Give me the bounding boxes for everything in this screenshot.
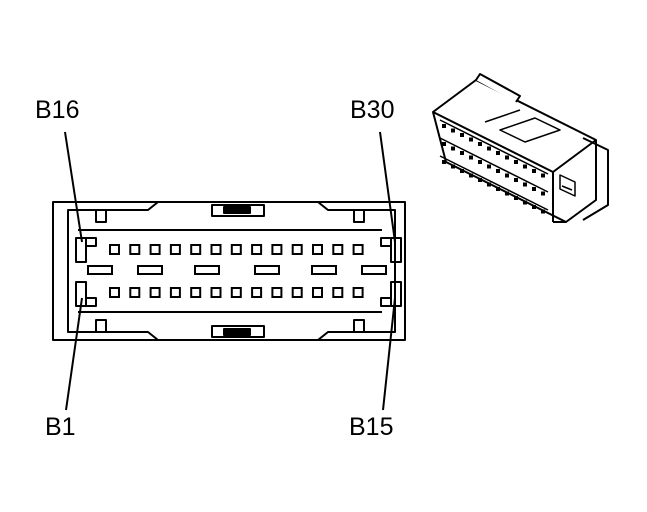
pin-cavity xyxy=(149,287,161,298)
pin-cavity xyxy=(129,244,141,255)
iso-cavity xyxy=(478,160,482,164)
connector-3d-view xyxy=(432,73,609,223)
iso-cavity xyxy=(487,146,491,151)
iso-cavity xyxy=(460,133,464,137)
latch-tab xyxy=(353,319,365,333)
pin-cavity xyxy=(109,287,120,298)
iso-cavity xyxy=(514,196,518,200)
separator-slot xyxy=(361,265,387,275)
separator-slot xyxy=(311,265,337,275)
pin-cavity xyxy=(291,287,303,298)
pin-row-lower xyxy=(109,287,364,298)
iso-cavity xyxy=(541,209,545,214)
leader-line-b16 xyxy=(64,131,83,243)
iso-cavity xyxy=(505,173,509,178)
iso-cavity xyxy=(487,182,491,187)
iso-cavity xyxy=(496,151,500,155)
pin-cavity xyxy=(312,287,323,298)
pin-cavity xyxy=(190,244,202,255)
pin-cavity xyxy=(230,244,242,255)
iso-cavity xyxy=(523,164,527,169)
iso-cavity xyxy=(469,155,473,160)
iso-cavity xyxy=(541,173,545,178)
connector-inner-housing xyxy=(67,201,396,341)
label-b30: B30 xyxy=(350,96,395,124)
leader-line-b1 xyxy=(65,297,83,411)
latch-tab xyxy=(95,209,107,223)
pin-cavity xyxy=(109,244,120,255)
separator-slot xyxy=(194,265,220,275)
pin-cavity xyxy=(169,287,181,298)
iso-cavity xyxy=(460,151,464,155)
leader-line-b15 xyxy=(382,297,396,411)
row-separators xyxy=(87,265,387,275)
iso-cavity xyxy=(505,155,509,160)
pin-cavity xyxy=(149,244,161,255)
latch-tab xyxy=(95,319,107,333)
pin-cavity xyxy=(332,287,344,298)
pin-cavity xyxy=(190,287,202,298)
pin-cavity xyxy=(352,287,364,298)
iso-cavity xyxy=(451,164,455,169)
iso-cavity xyxy=(523,182,527,187)
iso-cavity xyxy=(451,146,455,151)
pin-cavity xyxy=(271,287,283,298)
iso-cavity xyxy=(505,191,509,196)
pin-cavity xyxy=(352,244,364,255)
pin-cavity xyxy=(169,244,181,255)
pin-cavity xyxy=(332,244,344,255)
pin-cavity xyxy=(312,244,323,255)
iso-cavity xyxy=(532,187,536,191)
iso-cavity xyxy=(469,137,473,142)
label-b15: B15 xyxy=(349,413,394,441)
pin-cavity xyxy=(271,244,283,255)
bottom-key-slot xyxy=(211,325,265,338)
iso-cavity xyxy=(523,200,527,205)
iso-cavity xyxy=(478,142,482,146)
pin-cavity xyxy=(251,287,263,298)
iso-cavity xyxy=(442,142,446,146)
iso-cavity xyxy=(496,187,500,191)
iso-cavity xyxy=(469,173,473,178)
separator-slot xyxy=(137,265,163,275)
separator-slot xyxy=(87,265,113,275)
top-key-slot xyxy=(211,204,265,217)
iso-cavity xyxy=(442,160,446,164)
iso-cavity xyxy=(541,191,545,196)
pin-cavity xyxy=(129,287,141,298)
connector-3d-cavities xyxy=(442,124,545,214)
label-b1: B1 xyxy=(45,413,76,441)
pin-row-upper xyxy=(109,244,364,255)
iso-cavity xyxy=(514,160,518,164)
end-cavity-b30 xyxy=(390,237,402,263)
label-b16: B16 xyxy=(35,96,80,124)
iso-cavity xyxy=(460,169,464,173)
pin-cavity xyxy=(230,287,242,298)
pin-cavity xyxy=(291,244,303,255)
leader-line-b30 xyxy=(379,131,396,243)
iso-cavity xyxy=(442,124,446,128)
separator-slot xyxy=(254,265,280,275)
iso-cavity xyxy=(451,128,455,133)
iso-cavity xyxy=(532,169,536,173)
latch-tab xyxy=(353,209,365,223)
iso-cavity xyxy=(496,169,500,173)
iso-cavity xyxy=(487,164,491,169)
iso-cavity xyxy=(478,178,482,182)
iso-cavity xyxy=(514,178,518,182)
iso-cavity xyxy=(532,205,536,209)
end-cavity-b15 xyxy=(390,281,402,307)
pin-cavity xyxy=(210,244,222,255)
pin-cavity xyxy=(251,244,263,255)
pin-cavity xyxy=(210,287,222,298)
